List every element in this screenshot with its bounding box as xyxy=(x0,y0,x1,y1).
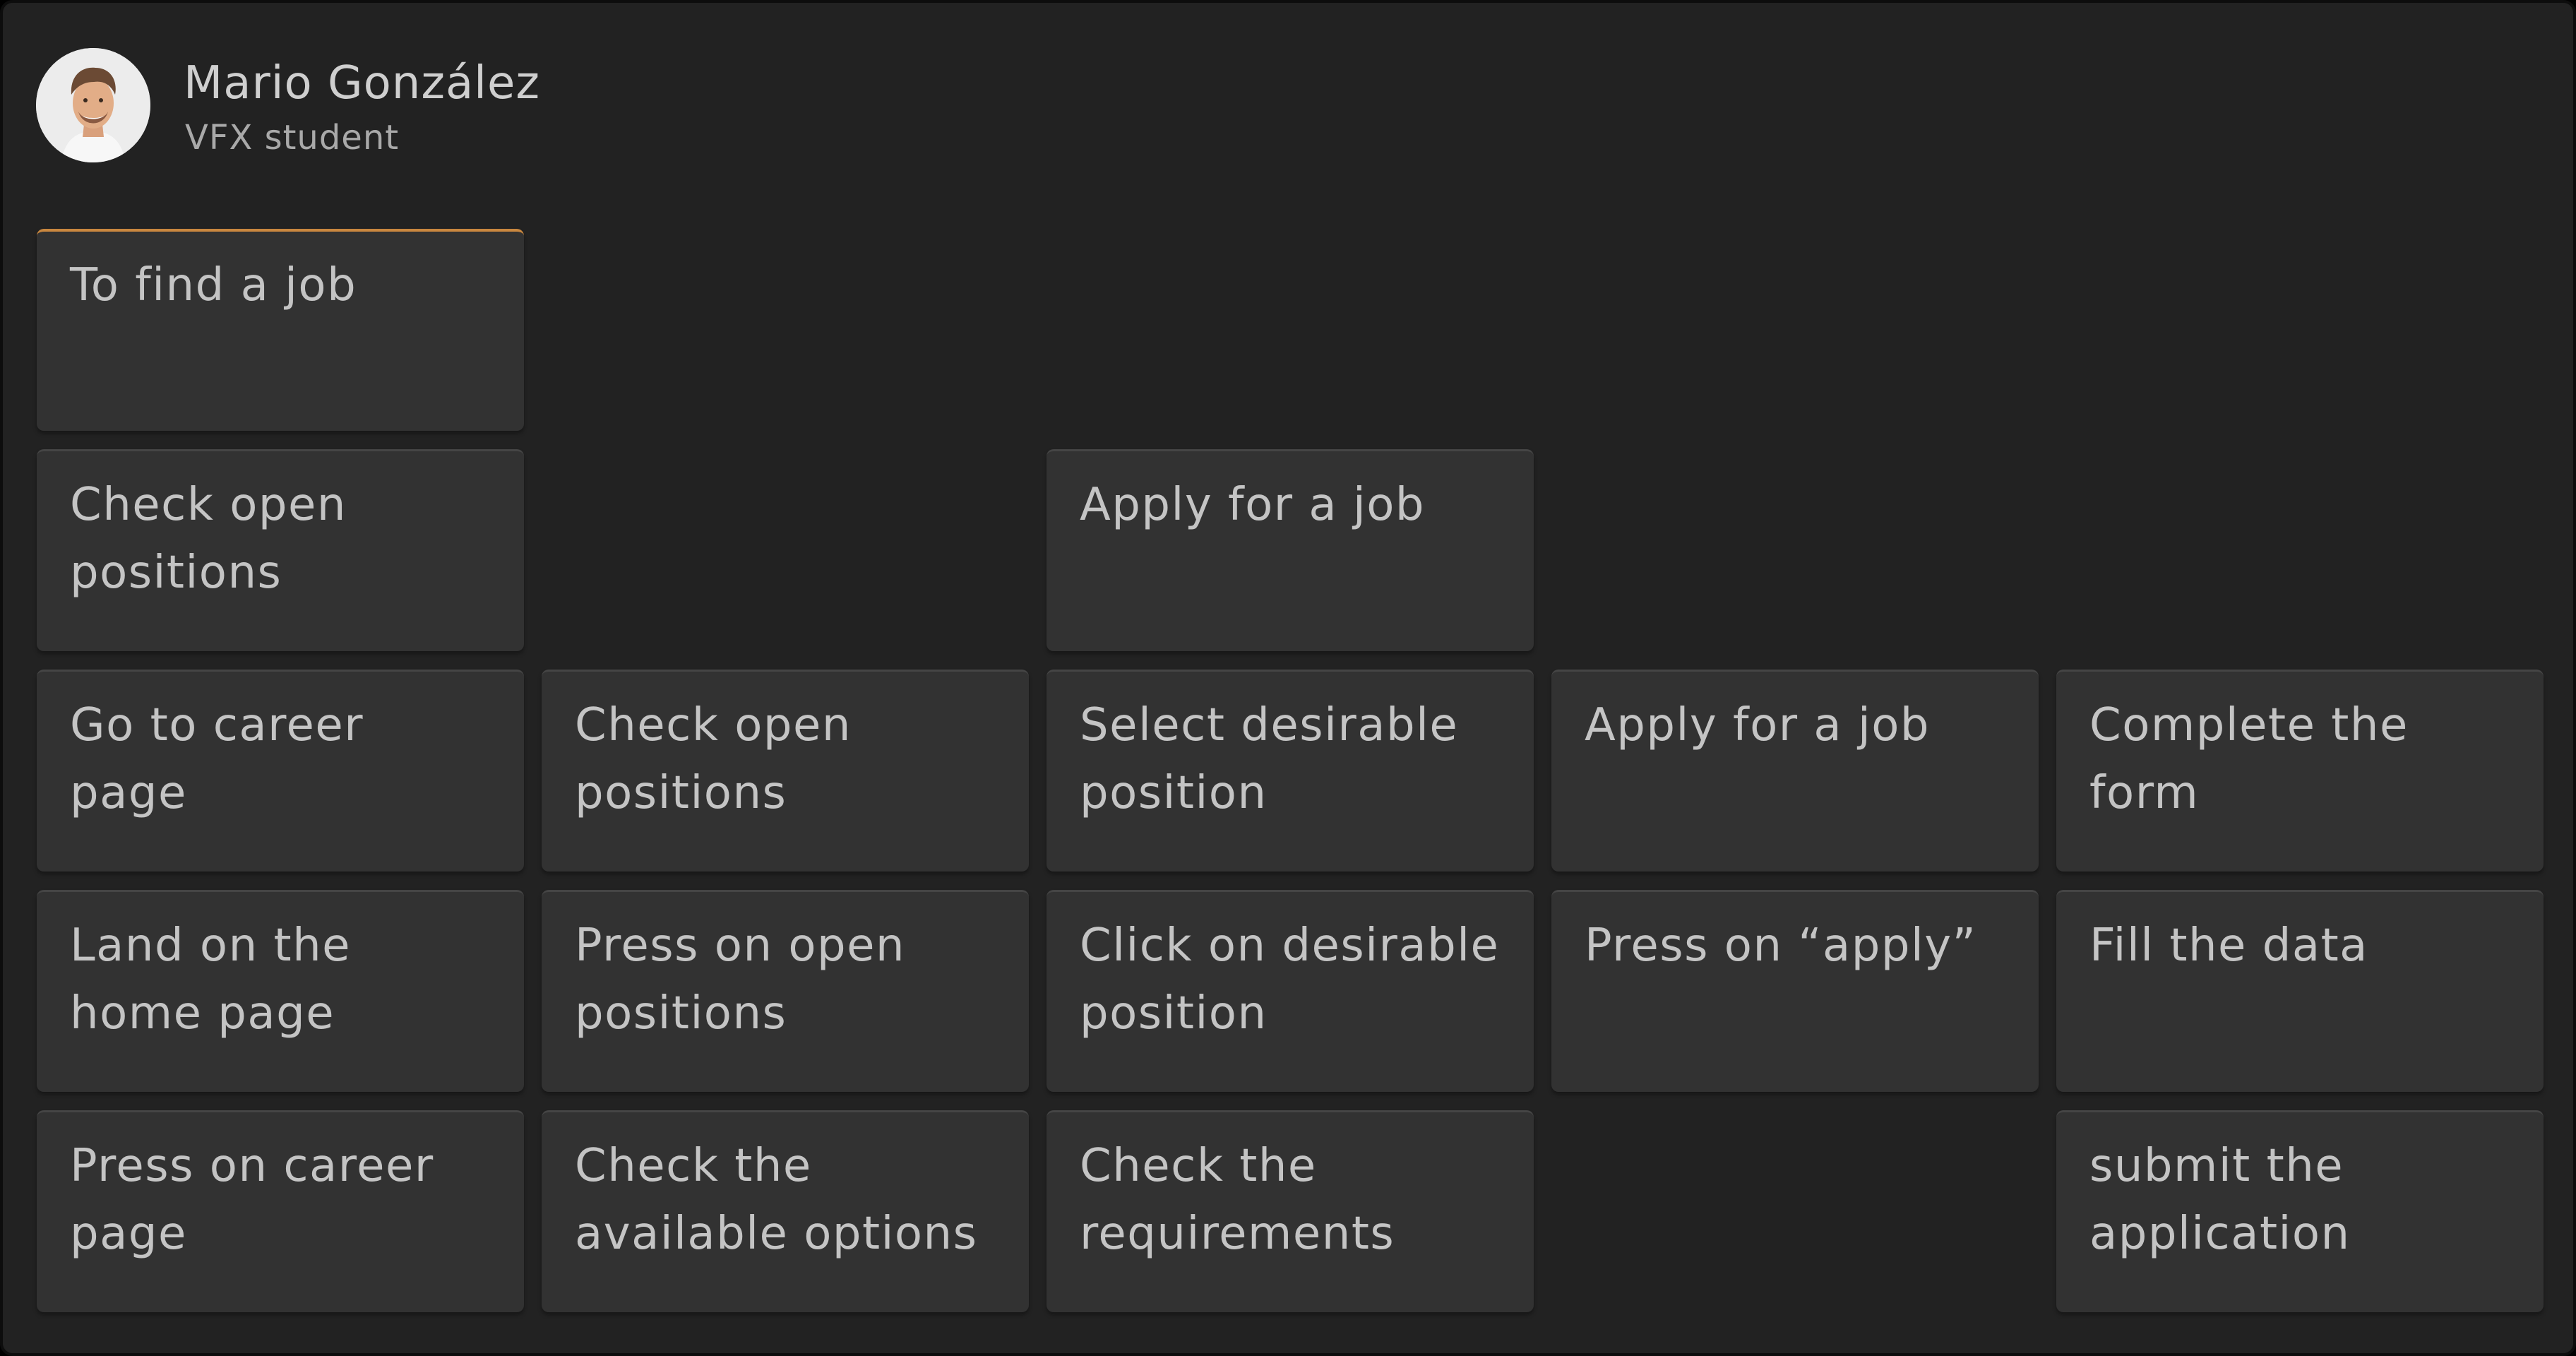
step-card-fill-the-data[interactable]: Fill the data xyxy=(2056,890,2544,1092)
step-card-press-on-open-positions[interactable]: Press on open positions xyxy=(542,890,1029,1092)
step-card-label: Press on open positions xyxy=(575,920,906,1040)
step-card-label: Land on the home page xyxy=(70,920,351,1040)
step-card-check-the-requirements[interactable]: Check the requirements xyxy=(1046,1110,1534,1312)
task-card-label: Select desirable position xyxy=(1080,699,1459,819)
task-card-label: Go to career page xyxy=(70,699,364,819)
task-card-complete-the-form[interactable]: Complete the form xyxy=(2056,670,2544,872)
step-card-check-available-options[interactable]: Check the available options xyxy=(542,1110,1029,1312)
activity-card-check-open-positions[interactable]: Check open positions xyxy=(37,449,524,651)
goal-card[interactable]: To find a job xyxy=(37,229,524,431)
task-card-check-open-positions[interactable]: Check open positions xyxy=(542,670,1029,872)
activity-card-apply-for-a-job[interactable]: Apply for a job xyxy=(1046,449,1534,651)
task-card-go-to-career-page[interactable]: Go to career page xyxy=(37,670,524,872)
step-card-click-on-desirable-position[interactable]: Click on desirable position xyxy=(1046,890,1534,1092)
task-card-select-desirable-position[interactable]: Select desirable position xyxy=(1046,670,1534,872)
step-card-label: Press on career page xyxy=(70,1140,434,1260)
step-card-press-on-apply[interactable]: Press on “apply” xyxy=(1551,890,2039,1092)
task-card-label: Complete the form xyxy=(2089,699,2409,819)
task-card-apply-for-a-job[interactable]: Apply for a job xyxy=(1551,670,2039,872)
avatar xyxy=(36,48,150,162)
step-card-label: submit the application xyxy=(2089,1140,2351,1260)
person-photo-icon xyxy=(36,48,150,162)
task-card-label: Apply for a job xyxy=(1585,699,1930,751)
step-card-label: Press on “apply” xyxy=(1585,920,1977,972)
persona-name: Mario González xyxy=(184,57,540,109)
activity-card-label: Apply for a job xyxy=(1080,479,1425,531)
step-card-land-on-home-page[interactable]: Land on the home page xyxy=(37,890,524,1092)
step-card-press-on-career-page[interactable]: Press on career page xyxy=(37,1110,524,1312)
activity-card-label: Check open positions xyxy=(70,479,347,599)
goal-card-label: To find a job xyxy=(70,259,357,311)
step-card-label: Fill the data xyxy=(2089,920,2368,972)
step-card-label: Check the requirements xyxy=(1080,1140,1395,1260)
task-card-label: Check open positions xyxy=(575,699,852,819)
step-card-label: Click on desirable position xyxy=(1080,920,1500,1040)
step-card-label: Check the available options xyxy=(575,1140,978,1260)
persona-role: VFX student xyxy=(185,118,400,157)
step-card-submit-the-application[interactable]: submit the application xyxy=(2056,1110,2544,1312)
